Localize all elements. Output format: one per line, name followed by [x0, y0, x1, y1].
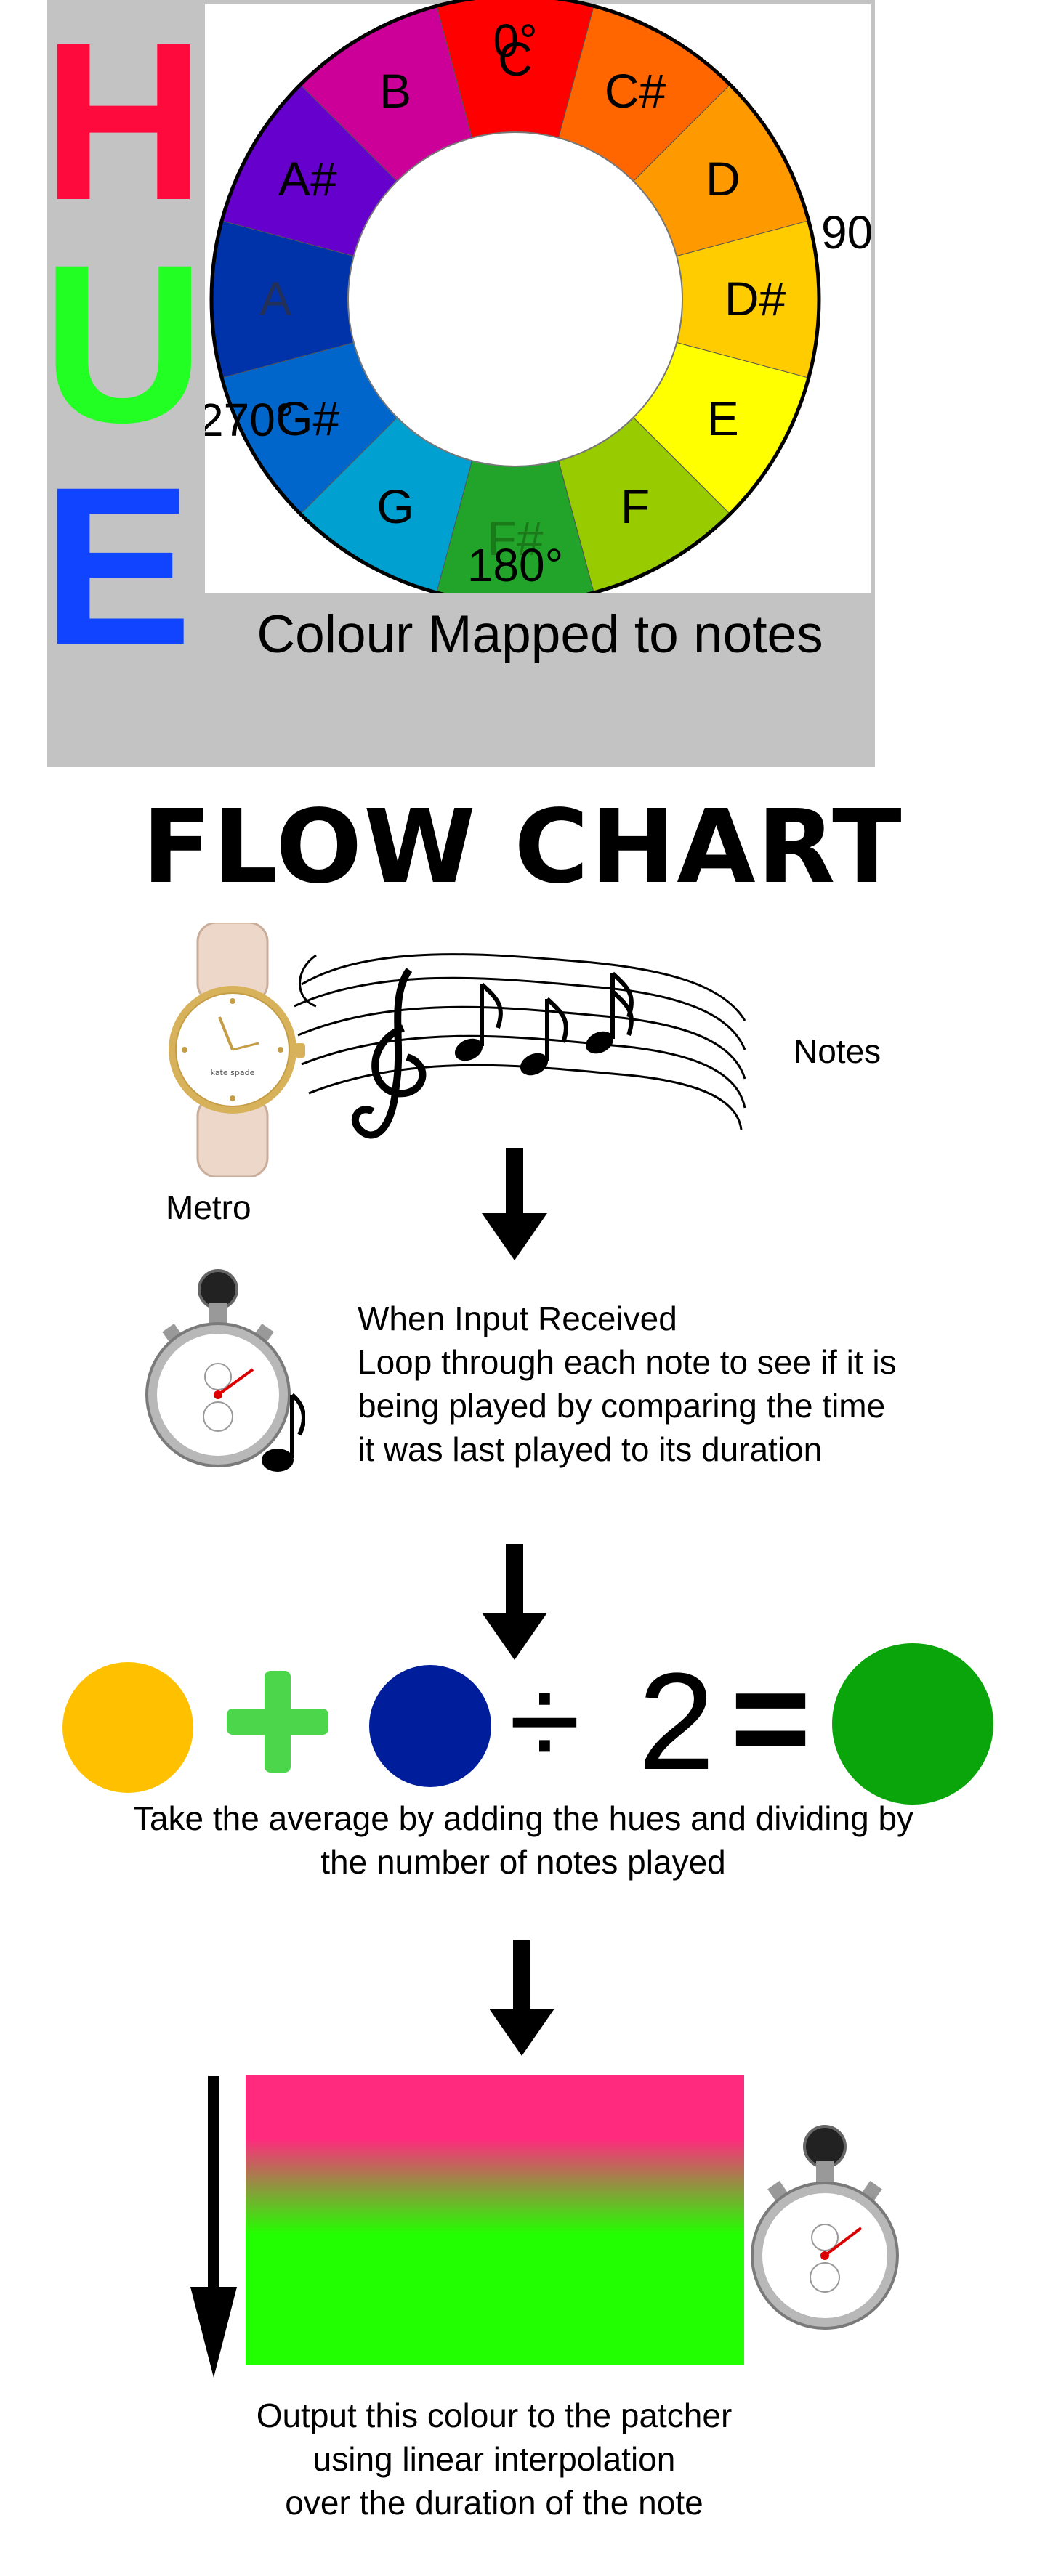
divide-sign: ÷ [509, 1648, 581, 1794]
step-average-line: the number of notes played [320, 1843, 726, 1881]
wheel-note-label: A# [278, 152, 337, 206]
stopwatch-icon [145, 1269, 305, 1472]
wheel-note-label: G# [275, 392, 339, 445]
metro-label: Metro [166, 1188, 251, 1226]
degree-0: 0° [493, 15, 537, 67]
output-gradient [246, 2075, 744, 2365]
step-input-line: When Input Received [358, 1300, 677, 1337]
wheel-caption: Colour Mapped to notes [257, 605, 823, 664]
step-output-line: over the duration of the note [285, 2484, 703, 2522]
wheel-note-label: D# [725, 272, 786, 325]
wheel-note-label: D [706, 152, 741, 206]
flow-title: FLOW CHART [142, 788, 903, 907]
wheel-note-label: C# [605, 64, 666, 118]
degree-180: 180° [467, 539, 563, 591]
step-input-line: being played by comparing the time [358, 1387, 886, 1425]
step-average-line: Take the average by adding the hues and … [132, 1799, 914, 1837]
color-swatch-result [832, 1643, 993, 1805]
hue-letter-u: U [42, 217, 205, 469]
music-notes-icon [294, 953, 746, 1139]
step-output-line: Output this colour to the patcher [256, 2397, 733, 2434]
arrow-down-icon [489, 1940, 554, 2056]
step-output-text: Output this colour to the patcher using … [145, 2394, 843, 2524]
watch-brand: kate spade [211, 1068, 255, 1077]
step-input-line: it was last played to its duration [358, 1430, 823, 1468]
degree-90: 90° [821, 206, 875, 259]
hue-letter-e: E [42, 440, 193, 692]
wheel-note-label: A [259, 272, 291, 325]
wheel-outline [209, 0, 821, 593]
watch-icon: kate spade [169, 923, 305, 1177]
wheel-note-label: F# [487, 511, 543, 565]
stopwatch-icon [751, 2125, 899, 2330]
arrow-down-icon [482, 1544, 547, 1660]
wheel-center [347, 131, 683, 467]
plus-icon [227, 1671, 328, 1773]
step-input-line: Loop through each note to see if it is [358, 1343, 897, 1381]
step-input-text: When Input Received Loop through each no… [358, 1297, 897, 1471]
hue-letter-h: H [42, 0, 205, 247]
step-output-line: using linear interpolation [312, 2440, 676, 2478]
wheel-note-label: G [376, 479, 413, 533]
divisor-number: 2 [638, 1645, 715, 1799]
notes-label: Notes [794, 1032, 881, 1070]
color-wheel: C C# D D# E F F# G G# A A# B 0° 90° 180° 270° [205, 0, 875, 593]
degree-270: 270° [205, 394, 294, 446]
step-average-text: Take the average by adding the hues and … [58, 1797, 988, 1884]
wheel-note-label: F [621, 479, 650, 533]
arrow-down-icon [482, 1148, 547, 1260]
wheel-note-label: E [707, 392, 739, 445]
color-swatch-yellow [62, 1662, 193, 1793]
wheel-note-label: C [498, 32, 533, 86]
wheel-note-label: B [379, 64, 411, 118]
equals-sign: = [730, 1641, 811, 1795]
timeline-arrow-icon [190, 2076, 237, 2378]
color-swatch-blue [369, 1665, 491, 1787]
